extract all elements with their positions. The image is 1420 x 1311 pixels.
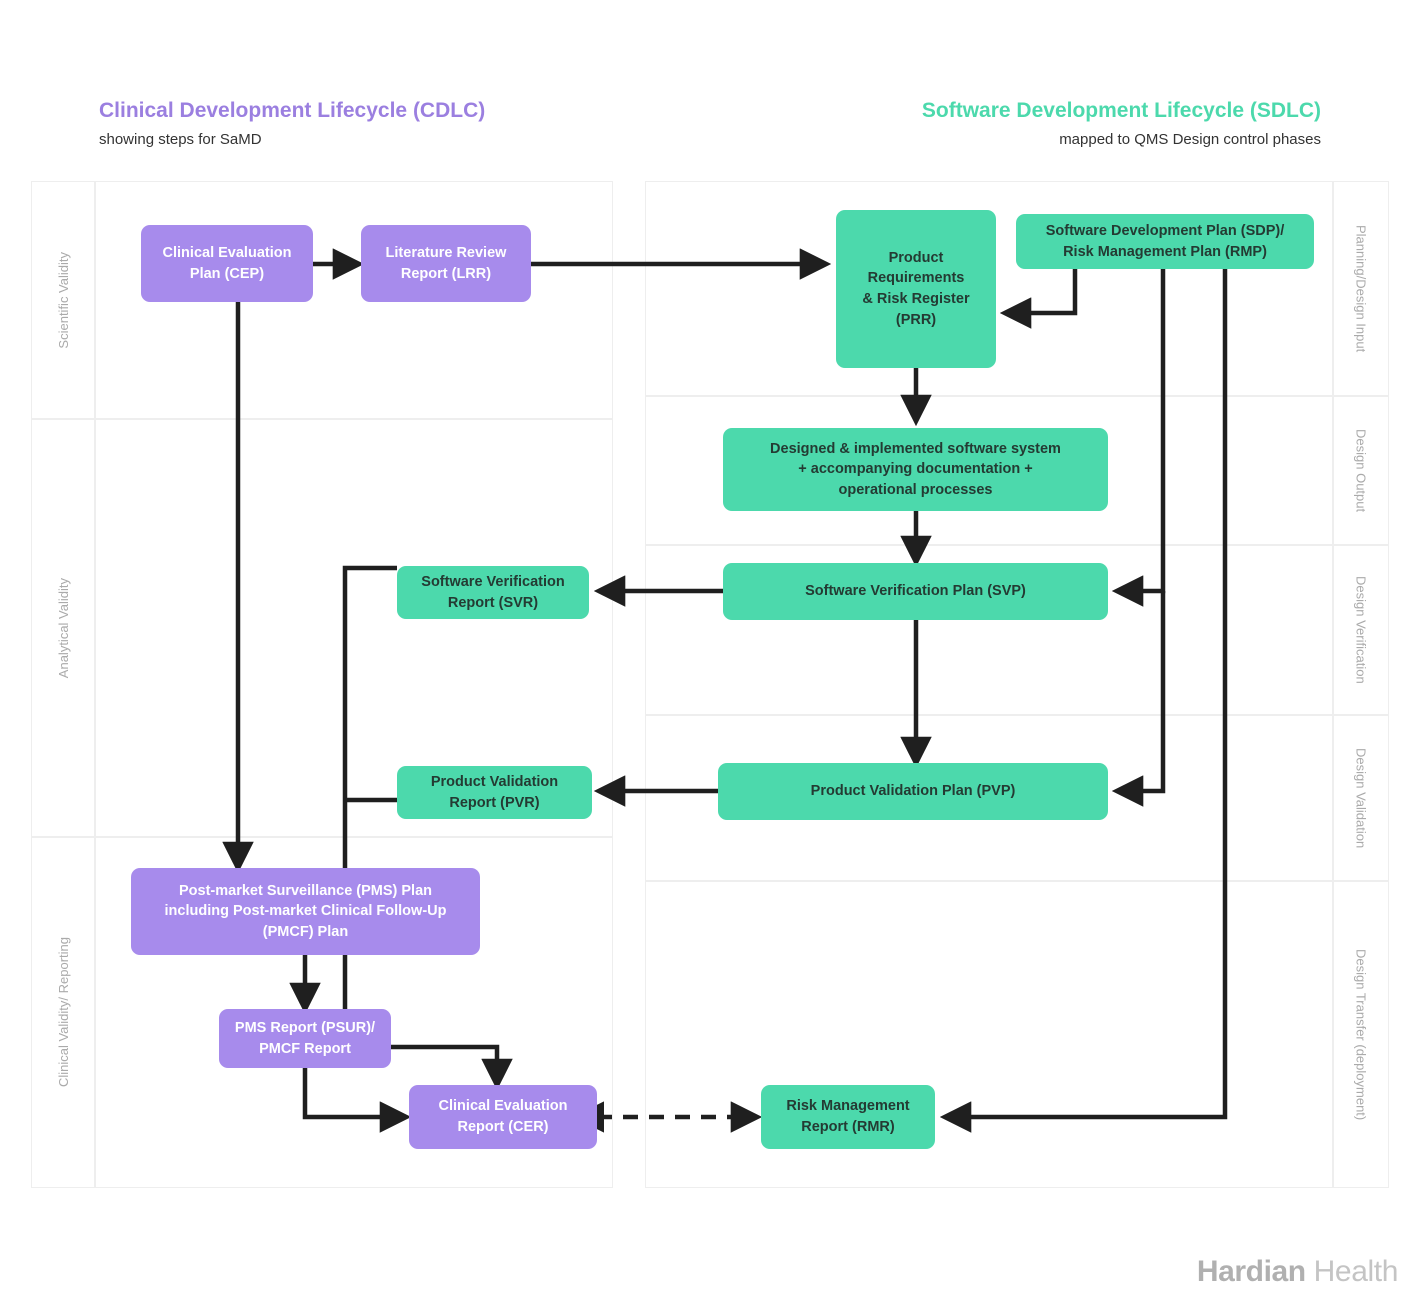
cdlc-lane-label-scientific-validity: Scientific Validity bbox=[31, 181, 95, 419]
node-literature-review-report[interactable]: Literature Review Report (LRR) bbox=[361, 225, 531, 302]
node-line: Report (SVR) bbox=[447, 594, 539, 611]
node-software-verification-plan[interactable]: Software Verification Plan (SVP) bbox=[723, 563, 1108, 620]
edge-svr-to-cer bbox=[342, 565, 513, 1091]
sdlc-header: Software Development Lifecycle (SDLC) ma… bbox=[922, 98, 1321, 149]
node-pms-report-psur[interactable]: PMS Report (PSUR)/ PMCF Report bbox=[219, 1009, 391, 1068]
node-line: operational processes bbox=[838, 481, 993, 498]
edge-sdp-trunk-to-svp-pvp bbox=[1111, 269, 1166, 607]
sdlc-lane-label-design-output: Design Output bbox=[1333, 396, 1389, 545]
node-line: PMS Report (PSUR)/ bbox=[234, 1019, 376, 1036]
cdlc-title: Clinical Development Lifecycle (CDLC) bbox=[99, 99, 486, 122]
node-line: Product Validation Plan (PVP) bbox=[810, 783, 1016, 800]
node-line: including Post-market Clinical Follow-Up bbox=[164, 903, 447, 920]
node-line: Software Verification Plan (SVP) bbox=[805, 583, 1026, 600]
logo-bold-text: Hardian bbox=[1196, 1255, 1306, 1288]
sdlc-lane-label-planning-design-input: Planning/Design Input bbox=[1333, 181, 1389, 396]
node-line: Report (CER) bbox=[457, 1119, 549, 1135]
edge-psur-to-cer bbox=[302, 1068, 412, 1133]
node-product-validation-report[interactable]: Product Validation Report (PVR) bbox=[397, 766, 592, 819]
cdlc-lane-label-clinical-validity: Clinical Validity/ Reporting bbox=[31, 837, 95, 1188]
node-line: & Risk Register bbox=[862, 291, 970, 307]
cdlc-subtitle: showing steps for SaMD bbox=[99, 131, 262, 149]
node-line: (PRR) bbox=[895, 311, 937, 328]
node-line: Risk Management bbox=[786, 1098, 910, 1115]
node-line: (PMCF) Plan bbox=[262, 923, 349, 940]
node-clinical-evaluation-report[interactable]: Clinical Evaluation Report (CER) bbox=[409, 1085, 597, 1149]
node-line: Literature Review bbox=[385, 244, 507, 261]
node-risk-management-report[interactable]: Risk Management Report (RMR) bbox=[761, 1085, 935, 1149]
node-line: Risk Management Plan (RMP) bbox=[1063, 243, 1267, 260]
node-line: Requirements bbox=[867, 270, 965, 287]
sdlc-lane-label-design-validation: Design Validation bbox=[1333, 715, 1389, 881]
hardian-health-logo: Hardian Health bbox=[1196, 1255, 1399, 1289]
node-line: Plan (CEP) bbox=[189, 265, 265, 282]
node-clinical-evaluation-plan[interactable]: Clinical Evaluation Plan (CEP) bbox=[141, 225, 313, 302]
node-designed-implemented-software-system[interactable]: Designed & implemented software system +… bbox=[723, 428, 1108, 511]
logo-light-text: Health bbox=[1313, 1255, 1399, 1288]
cdlc-header: Clinical Development Lifecycle (CDLC) sh… bbox=[99, 98, 485, 149]
node-line: Software Development Plan (SDP)/ bbox=[1045, 222, 1285, 239]
lane-label-text: Design Transfer (deployment) bbox=[1353, 948, 1369, 1121]
node-line: Post-market Surveillance (PMS) Plan bbox=[178, 882, 433, 899]
node-line: Product Validation bbox=[430, 773, 559, 790]
sdlc-subtitle: mapped to QMS Design control phases bbox=[1059, 131, 1321, 149]
node-line: PMCF Report bbox=[259, 1040, 351, 1057]
node-product-validation-plan[interactable]: Product Validation Plan (PVP) bbox=[718, 763, 1108, 820]
lane-label-text: Design Verification bbox=[1353, 576, 1369, 684]
lane-label-text: Design Validation bbox=[1353, 747, 1369, 849]
edge-sdp-trunk-to-pvp bbox=[1111, 591, 1166, 807]
sdlc-lane-label-design-verification: Design Verification bbox=[1333, 545, 1389, 715]
node-line: Clinical Evaluation bbox=[438, 1098, 568, 1115]
node-product-requirements-risk-register[interactable]: Product Requirements & Risk Register (PR… bbox=[836, 210, 996, 368]
node-line: Report (LRR) bbox=[400, 265, 492, 282]
lane-label-text: Planning/Design Input bbox=[1353, 224, 1369, 353]
node-software-verification-report[interactable]: Software Verification Report (SVR) bbox=[397, 566, 589, 619]
node-pms-plan[interactable]: Post-market Surveillance (PMS) Plan incl… bbox=[131, 868, 480, 955]
edge-sdp-trunk-to-rmr bbox=[939, 269, 1228, 1133]
node-line: Software Verification bbox=[421, 573, 565, 590]
node-line: Report (PVR) bbox=[449, 794, 540, 811]
sdlc-lane-design-transfer bbox=[645, 881, 1333, 1188]
node-line: + accompanying documentation + bbox=[798, 461, 1033, 478]
node-sdp-rmp[interactable]: Software Development Plan (SDP)/ Risk Ma… bbox=[1016, 214, 1314, 269]
node-line: Product bbox=[888, 249, 944, 266]
node-line: Clinical Evaluation bbox=[162, 244, 292, 261]
cdlc-lane-label-analytical-validity: Analytical Validity bbox=[31, 419, 95, 837]
lane-label-text: Design Output bbox=[1353, 428, 1369, 513]
edge-sdp-to-prr bbox=[999, 269, 1078, 329]
sdlc-title: Software Development Lifecycle (SDLC) bbox=[921, 99, 1321, 122]
node-line: Designed & implemented software system bbox=[770, 440, 1061, 457]
sdlc-lane-label-design-transfer: Design Transfer (deployment) bbox=[1333, 881, 1389, 1188]
node-line: Report (RMR) bbox=[801, 1119, 895, 1135]
